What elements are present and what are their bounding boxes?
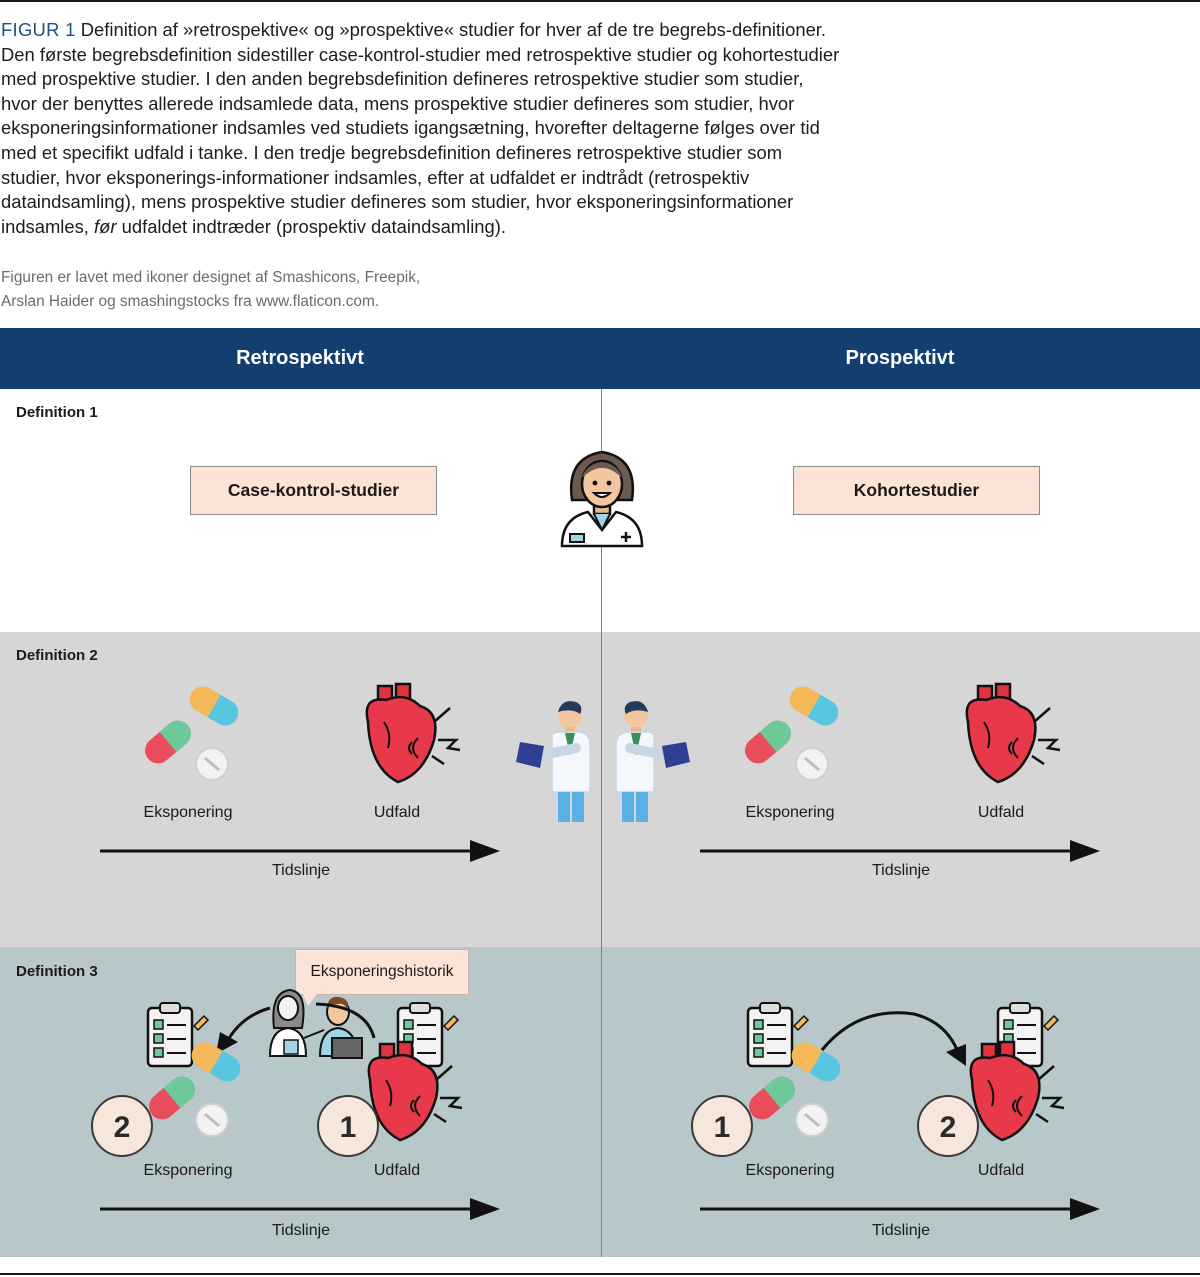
credit-line-1: Figuren er lavet med ikoner designet af … [1,269,421,286]
order-badge-outcome-left: 1 [317,1095,379,1157]
timeline-arrow [700,840,1100,862]
top-rule [0,0,1200,2]
outcome-label-d2-left: Udfald [373,804,421,821]
header-prospective: Prospektivt [845,347,955,369]
outcome-label-d2-right: Udfald [977,804,1025,821]
male-doctor-right-icon [615,701,690,822]
timeline-label-d2-left: Tidslinje [271,862,331,879]
timeline-label-d3-left: Tidslinje [271,1222,331,1239]
exposure-label-d3-right: Eksponering [745,1162,835,1179]
pills-icon [145,686,239,781]
definition-3-label: Definition 3 [16,963,98,980]
clipboard-icon [746,1002,810,1068]
curved-arrow-right [820,1011,966,1066]
timeline-arrow [100,840,500,862]
heart-icon [367,1040,463,1142]
order-badge-outcome-right: 2 [917,1095,979,1157]
exposure-label-d3-left: Eksponering [143,1162,233,1179]
female-doctor-icon [560,450,644,548]
definition-2-band [0,632,1200,947]
pills-icon [749,1042,841,1137]
speech-bubble-tail [302,992,318,1006]
column-divider [601,389,602,1257]
bottom-rule [0,1273,1200,1275]
outcome-label-d3-left: Udfald [373,1162,421,1179]
timeline-arrow [100,1198,500,1220]
timeline-label-d2-right: Tidslinje [871,862,931,879]
caption-text-end: udfaldet indtræder (prospektiv dataindsa… [121,215,506,237]
heart-icon [365,682,461,784]
clipboard-icon [146,1002,210,1068]
definition-1-label: Definition 1 [16,404,98,421]
case-control-box: Case-kontrol-studier [190,466,437,515]
pills-icon [149,1042,241,1137]
figure-caption: FIGUR 1 Definition af »retrospektive« og… [1,18,841,239]
outcome-label-d3-right: Udfald [977,1162,1025,1179]
curved-arrow-left [216,1002,376,1054]
heart-icon [969,1040,1065,1142]
definition-2-label: Definition 2 [16,647,98,664]
exposure-label-d2-left: Eksponering [143,804,233,821]
column-header: Retrospektivt Prospektivt [0,328,1200,389]
credit-line-2: Arslan Haider og smashingstocks fra www.… [1,293,380,310]
timeline-label-d3-right: Tidslinje [871,1222,931,1239]
header-retrospective: Retrospektivt [236,347,364,369]
order-badge-exposure-right: 1 [691,1095,753,1157]
figure-label: FIGUR 1 [1,19,76,40]
exposure-history-bubble: Eksponeringshistorik [295,949,469,995]
cohort-box: Kohortestudier [793,466,1040,515]
pills-icon [745,686,839,781]
heart-icon [965,682,1061,784]
caption-text: Definition af »retrospektive« og »prospe… [1,19,840,237]
order-badge-exposure-left: 2 [91,1095,153,1157]
icon-credit: Figuren er lavet med ikoner designet af … [1,266,561,314]
caption-italic-word: før [94,215,117,237]
timeline-arrow [700,1198,1100,1220]
exposure-label-d2-right: Eksponering [745,804,835,821]
interview-icon [268,988,363,1059]
male-doctor-left-icon [516,701,591,822]
